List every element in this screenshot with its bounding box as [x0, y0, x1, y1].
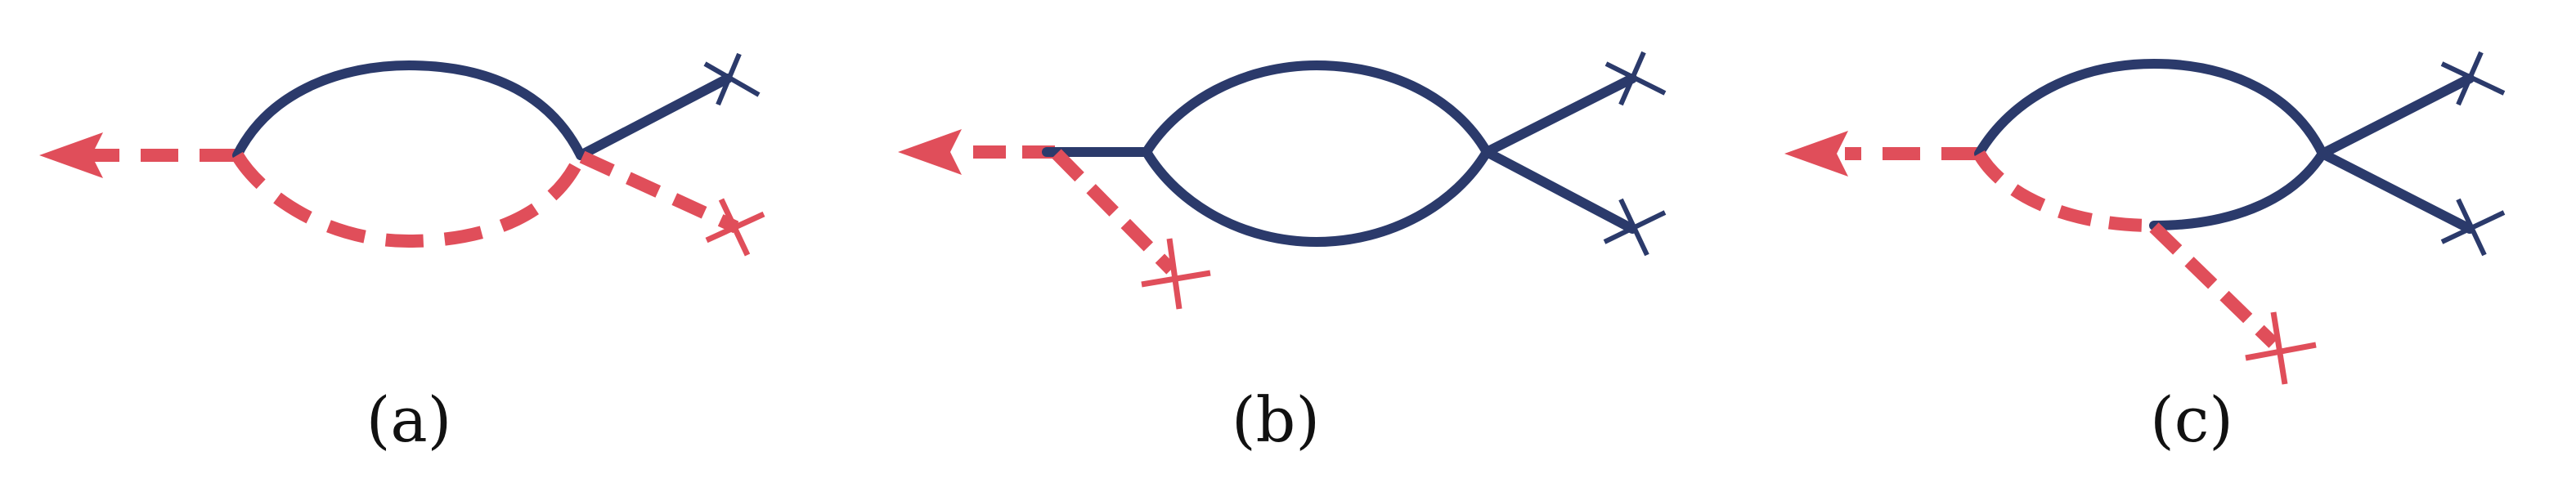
panel-c-upper-right-solid-leg [2318, 74, 2475, 159]
panel-b-label: (b) [1232, 383, 1320, 456]
panel-c-loop-lower-solid-arc [2149, 149, 2327, 230]
panel-b-lower-right-solid-leg [1482, 147, 1637, 234]
panel-b-upper-cross-mark [1604, 51, 1667, 106]
panel-a-lower-right-dashed-leg [579, 150, 739, 234]
panel-c-label: (c) [2150, 383, 2233, 456]
panel-a-loop-lower-dashed-arc [231, 151, 587, 248]
panel-a-lower-cross-mark [705, 198, 765, 257]
panel-a-upper-right-solid-leg [576, 74, 733, 160]
panel-b-left-arrowhead [898, 129, 962, 175]
panel-c-left-arrowhead [1784, 131, 1848, 177]
panel-c-loop-lower-dashed-arc [1973, 150, 2155, 232]
panel-c-lower-cross-mark-right [2440, 198, 2506, 257]
panel-b-loop-solid [1142, 60, 1492, 247]
panel-c-loop-upper-solid-arc [1974, 59, 2327, 159]
panel-a-loop-upper-solid-arc [232, 60, 586, 160]
panel-c-diagonal-dashed-line [2149, 222, 2278, 348]
panel-b-lower-cross-mark-right [1603, 198, 1667, 257]
panel-a: (a) [39, 52, 765, 456]
panel-c-upper-cross-mark [2440, 51, 2506, 106]
panel-b-upper-right-solid-leg [1482, 74, 1637, 157]
panel-a-label: (a) [366, 383, 452, 456]
panel-c-bottom-cross-mark [2245, 311, 2317, 385]
panel-c: (c) [1784, 51, 2506, 456]
panel-b-lower-cross-mark [1141, 238, 1211, 310]
panel-b: (b) [898, 51, 1667, 456]
panel-a-left-arrowhead [39, 132, 103, 178]
panel-a-upper-cross-mark [703, 52, 761, 106]
panel-c-lower-right-solid-leg [2318, 149, 2475, 234]
panel-b-diagonal-dashed-line [1052, 149, 1176, 275]
